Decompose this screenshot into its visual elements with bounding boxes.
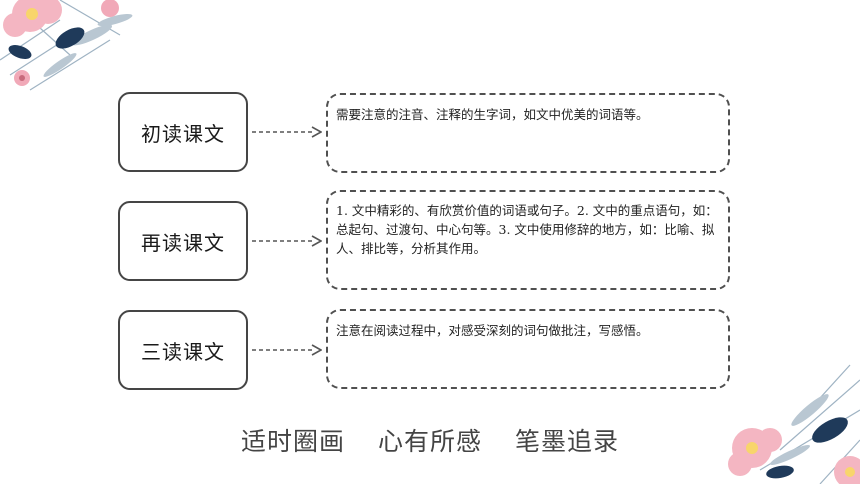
step-box-second-reading: 再读课文	[118, 201, 248, 281]
floral-decoration-top-left	[0, 0, 133, 91]
step-label: 再读课文	[141, 230, 225, 255]
dashed-arrow	[252, 126, 322, 138]
description-box-second-reading: 1. 文中精彩的、有欣赏价值的词语或句子。2. 文中的重点语句，如：总起句、过渡…	[326, 190, 730, 290]
description-box-third-reading: 注意在阅读过程中，对感受深刻的词句做批注，写感悟。	[326, 309, 730, 389]
dashed-arrow	[252, 344, 322, 356]
step-box-first-reading: 初读课文	[118, 92, 248, 172]
floral-decoration-bottom-right	[728, 364, 860, 484]
step-description: 1. 文中精彩的、有欣赏价值的词语或句子。2. 文中的重点语句，如：总起句、过渡…	[336, 203, 718, 256]
step-label: 初读课文	[141, 121, 225, 146]
step-box-third-reading: 三读课文	[118, 310, 248, 390]
step-label: 三读课文	[141, 339, 225, 364]
footer-phrase: 心有所感	[377, 427, 482, 456]
description-box-first-reading: 需要注意的注音、注释的生字词，如文中优美的词语等。	[326, 93, 730, 173]
step-description: 需要注意的注音、注释的生字词，如文中优美的词语等。	[336, 107, 649, 122]
dashed-arrow	[252, 235, 322, 247]
footer-phrase: 笔墨追录	[514, 427, 619, 456]
step-description: 注意在阅读过程中，对感受深刻的词句做批注，写感悟。	[336, 323, 649, 338]
footer-motto: 适时圈画 心有所感 笔墨追录	[0, 422, 860, 458]
footer-phrase: 适时圈画	[241, 427, 346, 456]
